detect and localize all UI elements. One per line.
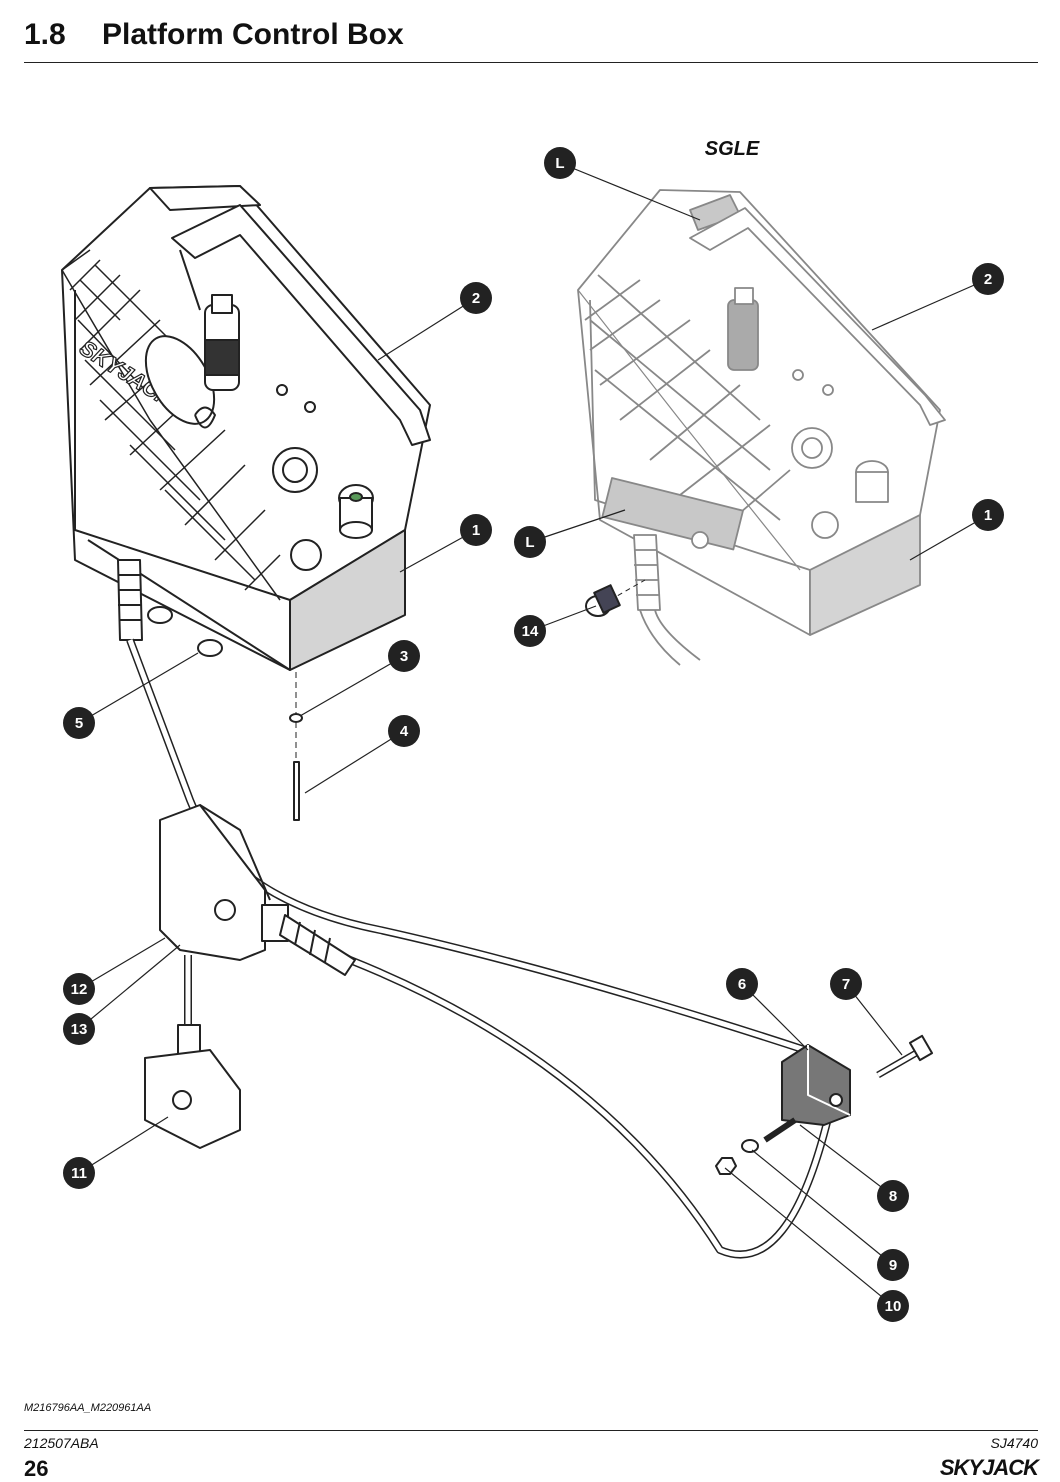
svg-text:2: 2 xyxy=(472,290,480,307)
light-part-14 xyxy=(585,579,646,617)
callout-7: 7 xyxy=(830,968,862,1000)
callout-4: 4 xyxy=(388,715,420,747)
page-header: 1.8 Platform Control Box xyxy=(24,14,1038,63)
svg-text:1: 1 xyxy=(984,507,992,524)
svg-text:9: 9 xyxy=(889,1257,897,1274)
svg-text:L: L xyxy=(525,534,534,551)
callout-2: 2 xyxy=(460,282,492,314)
callout-1b: 1 xyxy=(972,499,1004,531)
page-number: 26 xyxy=(24,1456,49,1481)
bolt-part-7 xyxy=(876,1034,934,1079)
junction-box xyxy=(159,804,289,961)
doc-number: 212507ABA xyxy=(24,1435,99,1451)
leader-lines xyxy=(78,162,989,1307)
callout-6: 6 xyxy=(726,968,758,1000)
model-number: SJ4740 xyxy=(990,1435,1038,1451)
screw-part-4 xyxy=(293,761,300,821)
svg-text:14: 14 xyxy=(522,623,539,640)
callout-1: 1 xyxy=(460,514,492,546)
callout-14: 14 xyxy=(514,615,546,647)
mounting-bracket-part-6 xyxy=(781,1044,851,1126)
svg-text:5: 5 xyxy=(75,715,83,732)
pendant-switch-part-11 xyxy=(144,1049,241,1149)
section-number: 1.8 xyxy=(24,18,66,51)
callout-10: 10 xyxy=(877,1290,909,1322)
svg-text:13: 13 xyxy=(71,1021,88,1038)
variant-label: SGLE xyxy=(705,138,760,160)
control-box-main: SKYJACK xyxy=(61,185,431,671)
callout-3: 3 xyxy=(388,640,420,672)
svg-text:1: 1 xyxy=(472,522,480,539)
svg-text:7: 7 xyxy=(842,976,850,993)
svg-text:11: 11 xyxy=(71,1165,87,1182)
svg-text:8: 8 xyxy=(889,1188,897,1205)
joystick xyxy=(144,294,240,429)
callout-8: 8 xyxy=(877,1180,909,1212)
callout-13: 13 xyxy=(63,1013,95,1045)
svg-text:2: 2 xyxy=(984,271,992,288)
figure-id: M216796AA_M220961AA xyxy=(24,1402,152,1414)
svg-text:3: 3 xyxy=(400,648,408,665)
washer-part-3 xyxy=(289,713,303,723)
callout-12: 12 xyxy=(63,973,95,1005)
callout-2b: 2 xyxy=(972,263,1004,295)
cable-clamp-part-8 xyxy=(763,1117,797,1143)
parts-diagram: SKYJACK xyxy=(61,138,1004,1322)
svg-text:10: 10 xyxy=(885,1298,902,1315)
svg-text:6: 6 xyxy=(738,976,746,993)
callout-11: 11 xyxy=(63,1157,95,1189)
nut-part-10 xyxy=(715,1157,737,1175)
callout-5: 5 xyxy=(63,707,95,739)
svg-text:L: L xyxy=(555,155,564,172)
svg-text:12: 12 xyxy=(71,981,88,998)
footer-divider xyxy=(24,1430,1038,1431)
callout-9: 9 xyxy=(877,1249,909,1281)
callout-L-top: L xyxy=(544,147,576,179)
callout-L-panel: L xyxy=(514,526,546,558)
control-box-sgle xyxy=(577,189,946,666)
svg-text:4: 4 xyxy=(400,723,409,740)
section-title: Platform Control Box xyxy=(102,18,404,51)
brand-logo: SKYJACK xyxy=(939,1455,1039,1480)
washer-part-9 xyxy=(741,1139,759,1153)
grip-grid xyxy=(61,249,281,601)
